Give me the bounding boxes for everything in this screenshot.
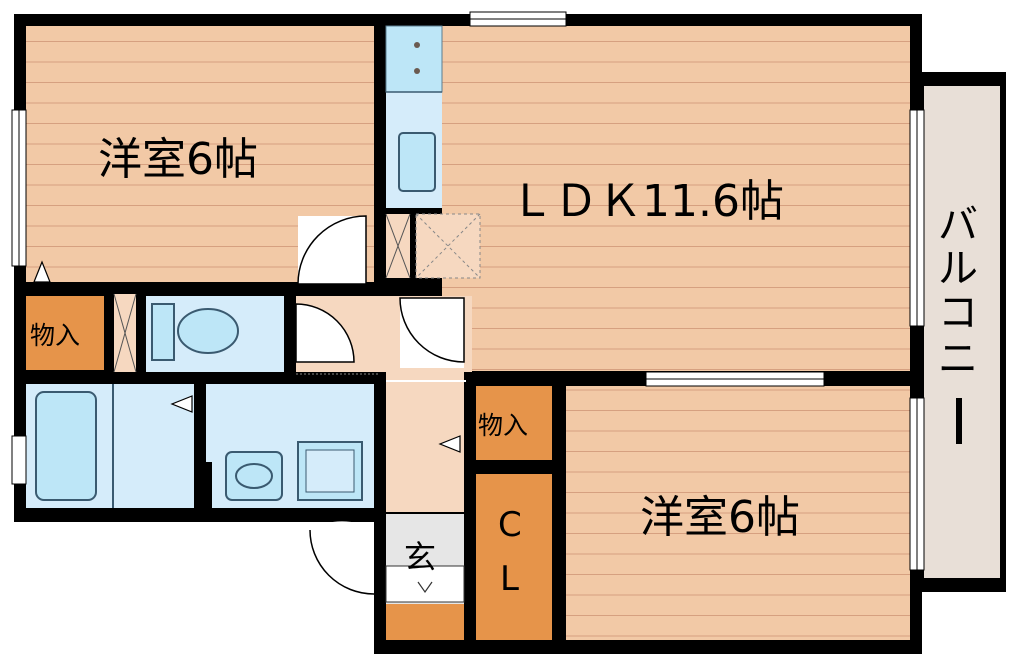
room-label-ldk: ＬＤＫ11.6帖: [510, 176, 784, 227]
balcony-char: ニ: [938, 336, 978, 382]
closet-label-l: L: [500, 559, 519, 599]
storage-left: [26, 296, 104, 370]
balcony-char: コ: [938, 290, 978, 336]
fridge-space: [415, 213, 481, 279]
storage-center: [476, 386, 552, 460]
door-toilet: [295, 303, 355, 363]
storage-label-center: 物入: [478, 411, 528, 440]
room-ldk: [442, 26, 910, 371]
closet-label-c: C: [498, 505, 522, 545]
balcony-char: バ: [938, 202, 978, 248]
stove-burner-icon: [414, 68, 420, 74]
room-western-lower: [566, 386, 910, 640]
entrance-label: 玄: [404, 538, 436, 576]
closet: [476, 474, 552, 640]
stove-burner-icon: [414, 42, 420, 48]
shoe-box-arrow-icon: [417, 581, 433, 594]
door-front: [309, 521, 375, 595]
storage-label-left: 物入: [30, 321, 80, 350]
toilet-icon: [177, 308, 239, 354]
sink-icon: [398, 132, 436, 192]
door-ldk: [399, 297, 465, 368]
window: [11, 435, 27, 485]
door-western-upper: [297, 215, 367, 285]
room-label-western-upper: 洋室6帖: [98, 134, 258, 185]
balcony-char-bar: [956, 398, 962, 444]
bathtub-icon: [35, 391, 97, 501]
balcony-char: ル: [938, 246, 978, 292]
room-label-western-lower: 洋室6帖: [640, 492, 800, 543]
